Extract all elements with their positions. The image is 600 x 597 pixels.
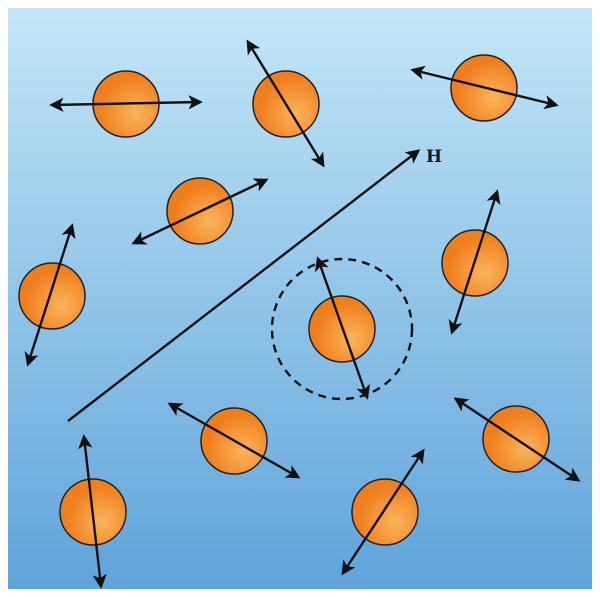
particle xyxy=(453,397,581,482)
moment-double-arrow xyxy=(78,434,107,589)
moment-double-arrow xyxy=(341,448,425,576)
moment-double-arrow xyxy=(131,178,269,245)
particle-highlighted xyxy=(308,256,376,400)
moment-double-arrow xyxy=(246,39,325,168)
moment-double-arrow xyxy=(453,397,581,482)
particle-sphere xyxy=(18,262,86,330)
particle xyxy=(59,434,127,589)
moment-double-arrow xyxy=(49,95,203,112)
particle xyxy=(18,223,86,367)
particle xyxy=(246,39,325,168)
moment-double-arrow xyxy=(448,189,501,335)
particle xyxy=(341,448,425,576)
field-arrow xyxy=(67,149,421,422)
particle xyxy=(49,70,203,138)
particle xyxy=(131,177,269,245)
field-vector: H xyxy=(67,147,442,422)
particle xyxy=(441,189,509,335)
moment-double-arrow xyxy=(167,402,301,479)
particle-sphere xyxy=(351,478,419,546)
moment-double-arrow xyxy=(315,256,370,400)
moment-double-arrow xyxy=(410,65,559,110)
particle xyxy=(410,54,559,122)
particles xyxy=(18,39,581,589)
field-label: H xyxy=(426,147,442,167)
moment-double-arrow xyxy=(24,223,76,367)
particle xyxy=(167,402,301,479)
